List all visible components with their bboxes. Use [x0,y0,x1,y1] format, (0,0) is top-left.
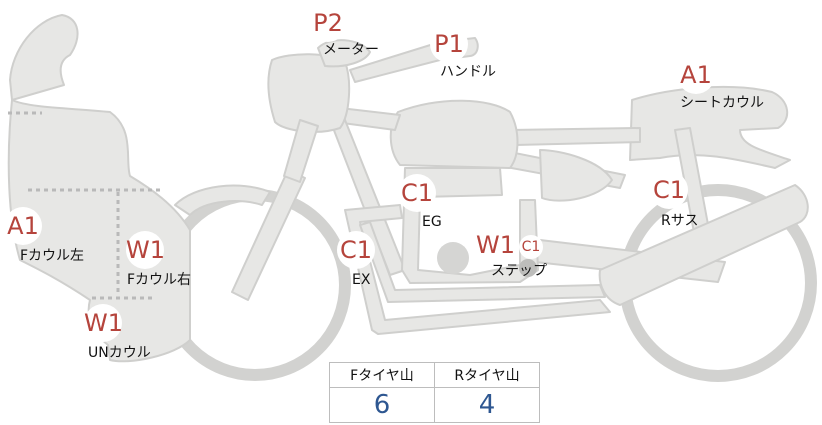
seat-cowl-grade-badge[interactable]: A1 [677,56,715,94]
rear-frame [509,127,641,146]
engine-grade-badge[interactable]: C1 [398,174,436,212]
meter-grade-badge[interactable]: P2 [309,4,347,42]
exhaust-pipe-2 [359,221,606,303]
f-cowl-left-grade-badge[interactable]: A1 [4,207,42,245]
f-cowl-left-label: Fカウル左 [20,248,85,264]
r-suspension-grade-badge[interactable]: C1 [650,171,688,209]
seat-cowl-label: シートカウル [680,95,764,111]
step-secondary-grade-badge[interactable]: C1 [519,235,543,259]
handle-label: ハンドル [440,64,496,80]
front-fender [174,184,271,216]
step-peg [519,259,537,277]
fork-upper [283,119,319,183]
f-cowl-right-label: Fカウル右 [127,272,192,288]
muffler [598,184,809,306]
seat-cowl-shape [629,85,791,169]
step-label: ステップ [491,263,547,279]
exhaust-pipe [344,204,611,335]
tire-tread-table: Fタイヤ山 Rタイヤ山 6 4 [329,362,540,423]
fuel-tank [389,99,519,169]
step-grade-badge[interactable]: W1 [476,226,515,264]
under-cowl-grade-badge[interactable]: W1 [84,304,123,342]
side-cover [539,149,613,202]
engine-cover [437,242,469,274]
r-suspension-label: Rサス [661,213,699,229]
meter-label: メーター [323,42,379,58]
exhaust-grade-badge[interactable]: C1 [337,231,375,269]
exhaust-label: EX [352,272,371,288]
rear-tire-header: Rタイヤ山 [434,362,540,388]
front-fairing [7,14,191,363]
rear-tire-value: 4 [434,387,540,423]
handle-grade-badge[interactable]: P1 [430,25,468,63]
f-cowl-right-grade-badge[interactable]: W1 [126,231,165,269]
engine-label: EG [422,214,442,230]
front-tire-header: Fタイヤ山 [329,362,435,388]
front-tire-value: 6 [329,387,435,423]
under-cowl-label: UNカウル [88,345,151,361]
